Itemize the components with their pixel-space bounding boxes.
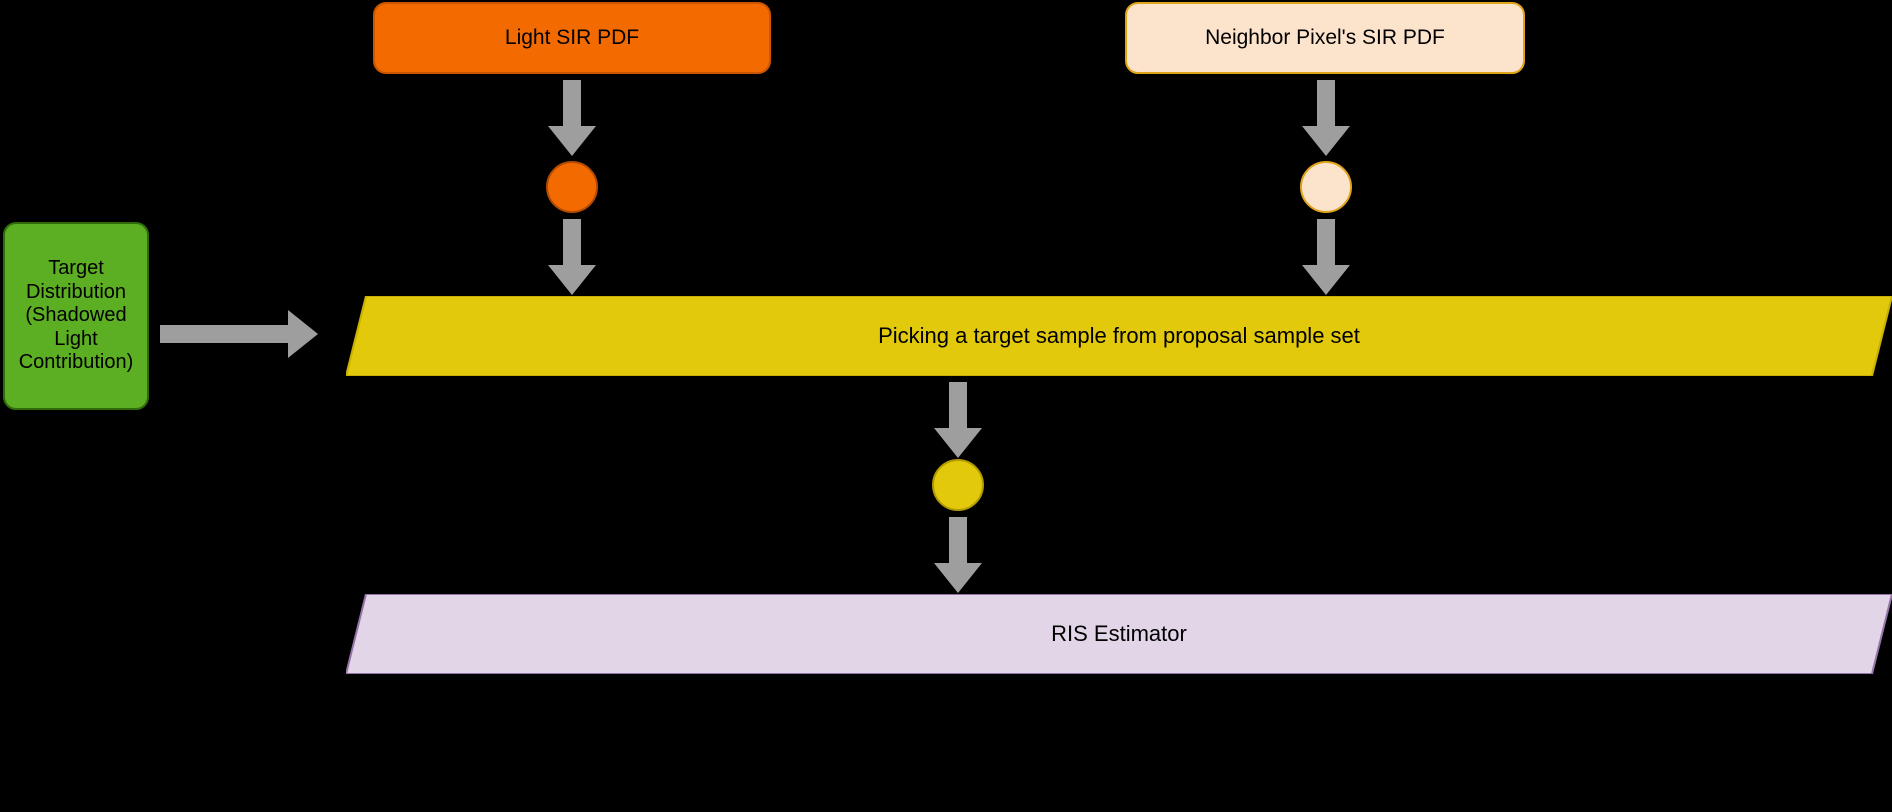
- node-picking-target-sample-label: Picking a target sample from proposal sa…: [878, 323, 1360, 348]
- node-picking-target-sample[interactable]: Picking a target sample from proposal sa…: [346, 296, 1892, 376]
- node-ris-estimator-label: RIS Estimator: [1051, 621, 1187, 646]
- node-light-sir-pdf[interactable]: Light SIR PDF: [373, 2, 771, 74]
- arrow-neighbor-sample-to-picking: [1302, 219, 1350, 295]
- ris-estimator-parallelogram-shape: [346, 594, 1892, 674]
- node-ris-estimator[interactable]: RIS Estimator: [346, 594, 1892, 674]
- arrow-light-sample-to-picking: [548, 219, 596, 295]
- node-target-distribution[interactable]: Target Distribution (Shadowed Light Cont…: [3, 222, 149, 410]
- light-sir-sample-dot[interactable]: [546, 161, 598, 213]
- picking-parallelogram-shape: [346, 296, 1892, 376]
- node-target-distribution-label: Target Distribution (Shadowed Light Cont…: [18, 257, 134, 374]
- node-neighbor-pixel-sir-pdf[interactable]: Neighbor Pixel's SIR PDF: [1125, 2, 1525, 74]
- node-neighbor-pixel-sir-pdf-label: Neighbor Pixel's SIR PDF: [1205, 25, 1445, 49]
- picked-target-sample-dot[interactable]: [932, 459, 984, 511]
- node-light-sir-pdf-label: Light SIR PDF: [504, 25, 640, 49]
- arrow-light-sir-to-light-sample: [548, 80, 596, 156]
- arrow-picking-to-target-sample: [934, 382, 982, 458]
- neighbor-sir-sample-dot[interactable]: [1300, 161, 1352, 213]
- arrow-neighbor-sir-to-neighbor-sample: [1302, 80, 1350, 156]
- arrow-target-distribution-to-picking: [160, 310, 318, 358]
- arrow-target-sample-to-ris-estimator: [934, 517, 982, 593]
